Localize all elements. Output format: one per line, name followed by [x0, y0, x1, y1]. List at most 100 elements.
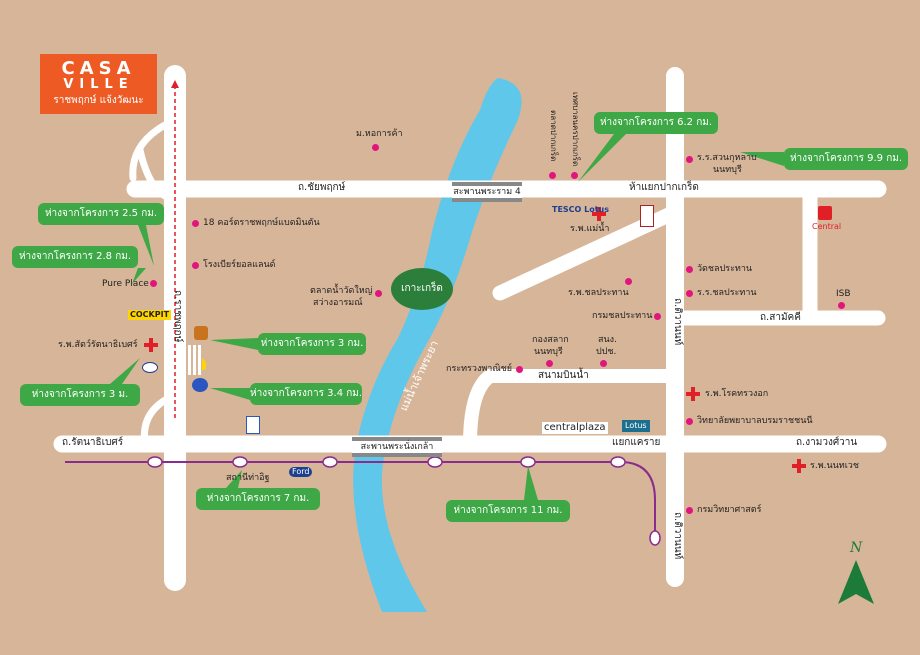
label-tiwanon-top: ถ.ติวานนท์: [672, 298, 683, 346]
place-commerce: กระทรวงพาณิชย์: [446, 364, 513, 374]
place-bowling: โรงเบียร์ยอลแลนด์: [203, 260, 276, 270]
rail-station-2: [232, 456, 248, 468]
pointer-c11: [524, 466, 538, 500]
rail-station-4: [427, 456, 443, 468]
logo-tagline: ราชพฤกษ์ แจ้งวัฒนะ: [53, 95, 144, 106]
place-chest-hosp: ร.พ.โรคทรวงอก: [705, 389, 769, 399]
route-arrowhead: [171, 80, 179, 88]
place-irrigation-dept: กรมชลประทาน: [592, 311, 653, 321]
place-sawang-arom: สว่างอารมณ์: [313, 298, 363, 308]
callout-11km: ห่างจากโครงการ 11 กม.: [446, 500, 570, 522]
place-army-band2: นนทบุรี: [534, 347, 563, 357]
interchange-marks: [188, 345, 202, 375]
label-khae-rai: แยกแคราย: [612, 437, 661, 448]
callout-3-4km: ห่างจากโครงการ 3.4 กม.: [250, 383, 362, 405]
poi-dot-irrigation: [654, 313, 661, 320]
brand-centralplaza: centralplaza: [542, 422, 608, 434]
callout-3m: ห่างจากโครงการ 3 ม.: [20, 384, 140, 406]
poi-dot-suankularb: [686, 156, 693, 163]
place-vet: ร.พ.สัตว์รัตนาธิเบศร์: [58, 340, 138, 350]
rail-station-3: [322, 456, 338, 468]
place-sangkhom: สนง.: [598, 335, 617, 345]
label-ngam-wong-wan: ถ.งามวงศ์วาน: [796, 437, 858, 448]
ptt-icon: [192, 378, 208, 392]
poi-dot-commerce: [516, 366, 523, 373]
poi-dot-isb: [838, 302, 845, 309]
compass-north-label: N: [850, 540, 863, 556]
brand-tesco-lotus: TESCO Lotus: [552, 205, 610, 214]
hospital-icon-mae-nam: [592, 207, 606, 221]
brand-ford: Ford: [289, 467, 313, 477]
poi-dot-dept-science: [686, 507, 693, 514]
place-mhk: ม.หอการค้า: [356, 129, 403, 139]
place-mae-nam-hosp: ร.พ.แม่น้ำ: [570, 224, 610, 234]
pointer-c25: [138, 225, 154, 266]
place-school-suankularb2: นนทบุรี: [713, 165, 742, 175]
poi-dot-pure-place: [150, 280, 157, 287]
place-school-suankularb: ร.ร.สวนกุหลาบ: [697, 153, 757, 163]
poi-dot-mhk: [372, 144, 379, 151]
place-pure-place: Pure Place: [102, 279, 149, 289]
place-pak-kret-market: ตลาดปากเกร็ด: [549, 110, 558, 162]
building-icon: [640, 205, 654, 227]
rail-station-6: [610, 456, 626, 468]
poi-dot-bowling: [192, 262, 199, 269]
car-logo-icon: [142, 362, 158, 373]
label-rattanathibet: ถ.รัตนาธิเบศร์: [62, 437, 124, 448]
place-wat-chonprathan: วัดชลประทาน: [697, 264, 753, 274]
rail-station-7: [649, 530, 661, 546]
bridge-rama4: สะพานพระราม 4: [452, 182, 522, 202]
place-army-band: กองสลาก: [532, 335, 569, 345]
label-tiwanon-bottom: ถ.ติวานนท์: [672, 512, 683, 560]
poi-dot-school-chonprathan: [686, 290, 693, 297]
poi-dot-nursing-college: [686, 418, 693, 425]
poi-dot-wat-chonprathan: [686, 266, 693, 273]
poi-dot-floating-market: [375, 290, 382, 297]
brand-central: Central: [812, 222, 842, 231]
callout-9-9km: ห่างจากโครงการ 9.9 กม.: [784, 148, 908, 170]
interchange-ramp-north-2: [136, 146, 179, 204]
hospital-icon-nonthavej: [792, 459, 806, 473]
place-floating-market: ตลาดน้ำวัดใหญ่: [310, 286, 373, 296]
pointer-c28: [132, 268, 146, 284]
callout-6-2km: ห่างจากโครงการ 6.2 กม.: [594, 112, 718, 134]
label-chaiyaphruek: ถ.ชัยพฤกษ์: [298, 182, 346, 193]
pointer-c34: [210, 388, 250, 400]
logo-line1: CASA: [61, 58, 136, 79]
place-dept-science: กรมวิทยาศาสตร์: [697, 505, 762, 515]
label-samakkhi: ถ.สามัคคี: [760, 312, 801, 323]
brand-lotus: Lotus: [622, 420, 650, 432]
road-sanam-bin-nam-curve: [463, 369, 497, 451]
label-pak-kret-junction: ห้าแยกปากเกร็ด: [629, 182, 699, 193]
poi-dot-army-band: [546, 360, 553, 367]
hospital-icon-chest: [686, 387, 700, 401]
poi-dot-chonprathan-hosp: [625, 278, 632, 285]
ko-kret-island: เกาะเกร็ด: [391, 268, 453, 310]
rail-station-1: [147, 456, 163, 468]
central-logo-icon: [818, 206, 832, 220]
logo-line2: VILLE: [63, 77, 134, 92]
poi-dot-pak-kret-market: [549, 172, 556, 179]
callout-2-5km: ห่างจากโครงการ 2.5 กม.: [38, 203, 164, 225]
brand-cockpit: COCKPIT: [128, 310, 172, 320]
place-nonthavej: ร.พ.นนทเวช: [810, 461, 859, 471]
callout-7km: ห่างจากโครงการ 7 กม.: [196, 488, 320, 510]
casa-ville-logo: CASA VILLE ราชพฤกษ์ แจ้งวัฒนะ: [40, 54, 157, 114]
poi-dot-badminton: [192, 220, 199, 227]
pointer-c99: [740, 152, 784, 166]
place-isb: ISB: [836, 289, 851, 299]
restaurant-icon: [194, 326, 208, 340]
interchange-ramp-north: [129, 116, 179, 182]
pointer-c3: [210, 338, 258, 350]
place-tha-it: สถานีท่าอิฐ: [226, 473, 270, 483]
chao-phraya-river: [353, 78, 522, 612]
compass-arrow-icon: [838, 560, 874, 604]
rail-station-5: [520, 456, 536, 468]
poi-dot-municipality: [571, 172, 578, 179]
pointer-c62: [578, 134, 626, 182]
place-nursing-college: วิทยาลัยพยาบาลบรมราชชนนี: [697, 416, 813, 426]
callout-2-8km: ห่างจากโครงการ 2.8 กม.: [12, 246, 138, 268]
pointer-c7: [226, 470, 242, 488]
label-sanam-bin-nam: สนามบินน้ำ: [538, 370, 589, 381]
